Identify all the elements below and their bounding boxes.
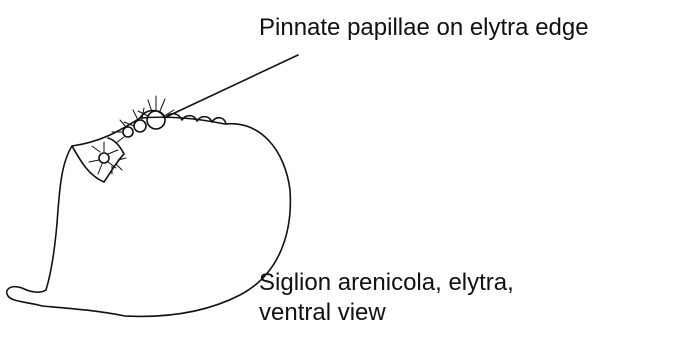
figure-caption: Siglion arenicola, elytra, ventral view <box>259 268 514 328</box>
caption-line-1: Siglion arenicola, elytra, <box>259 268 514 298</box>
papilla-small <box>134 120 146 132</box>
pointer-line <box>166 55 298 117</box>
papilla-small-2 <box>123 127 133 137</box>
caption-line-2: ventral view <box>259 298 514 328</box>
pinnate-papillae-label: Pinnate papillae on elytra edge <box>259 13 589 43</box>
elytron-outline <box>7 117 291 316</box>
papilla-lobe <box>99 153 109 163</box>
papilla-cluster <box>147 111 165 129</box>
